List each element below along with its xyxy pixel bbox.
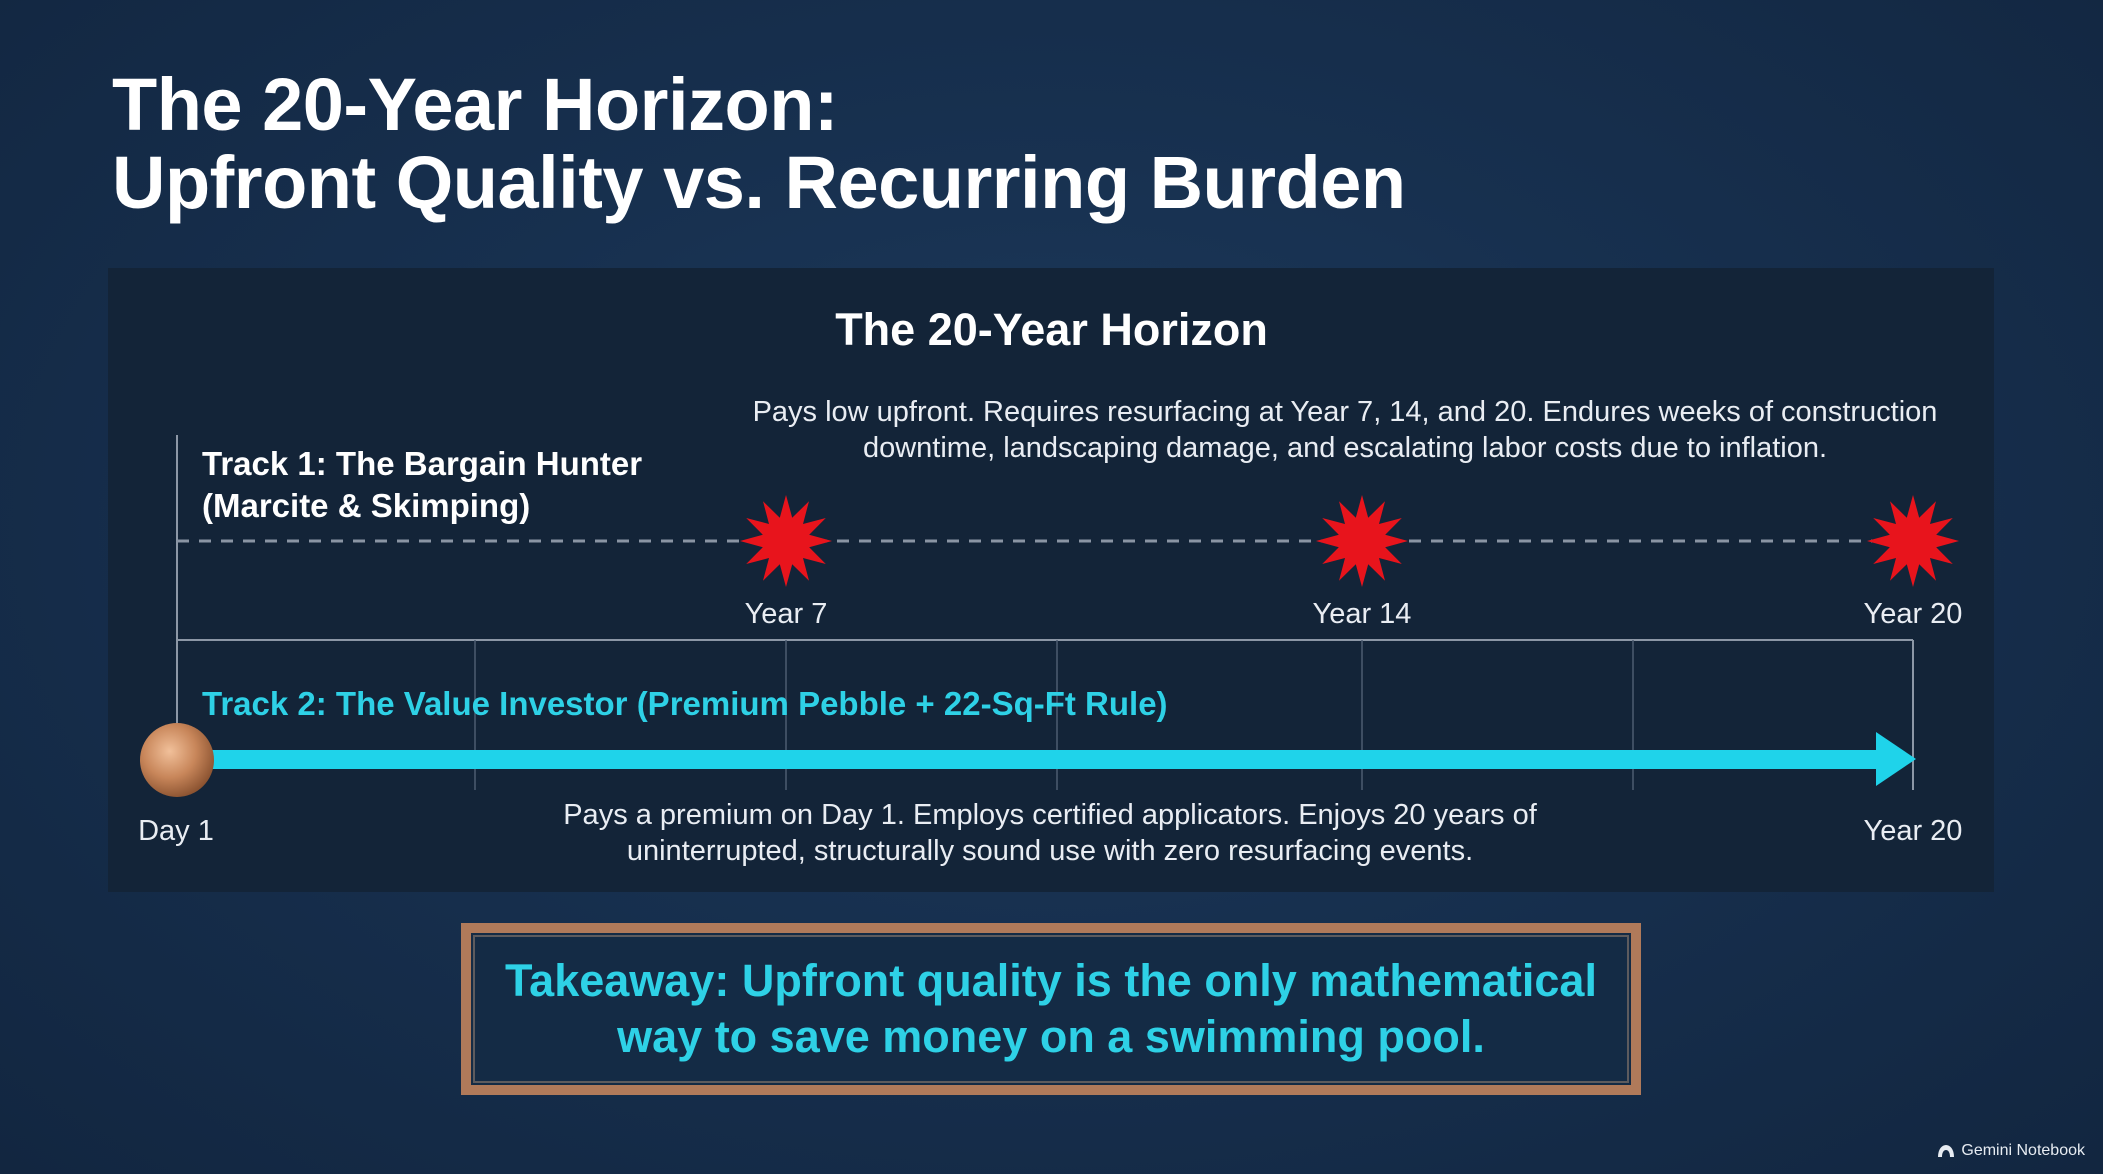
track1-label-line2: (Marcite & Skimping): [202, 487, 531, 524]
track1-description: Pays low upfront. Requires resurfacing a…: [752, 396, 1938, 464]
takeaway-text: Takeaway: Upfront quality is the only ma…: [505, 955, 1597, 1062]
track2-end-label: Year 20: [1863, 815, 1963, 847]
track2-description: Pays a premium on Day 1. Employs certifi…: [563, 799, 1537, 867]
track2-arrow-head: [1876, 732, 1916, 786]
slide-title-line2: Upfront Quality vs. Recurring Burden: [112, 141, 1406, 224]
track1-event-label-year7: Year 7: [744, 598, 828, 630]
diagram-panel: [108, 268, 1994, 892]
watermark: Gemini Notebook: [1937, 1142, 2085, 1160]
notebook-logo-icon: [1938, 1145, 1955, 1157]
track1-label: Track 1: The Bargain Hunter (Marcite & S…: [202, 443, 642, 527]
track1-event-label-year14: Year 14: [1312, 598, 1412, 630]
red-burst-icon: [1316, 495, 1408, 587]
track2-start-label: Day 1: [138, 815, 214, 847]
slide-title: The 20-Year Horizon: Upfront Quality vs.…: [112, 66, 1406, 222]
diagram-title: The 20-Year Horizon: [835, 304, 1268, 355]
track1-label-line1: Track 1: The Bargain Hunter: [202, 445, 643, 482]
day1-marker: [140, 723, 214, 797]
slide-title-line1: The 20-Year Horizon:: [112, 63, 839, 146]
track2-arrow-shaft: [195, 750, 1885, 769]
red-burst-icon: [1867, 495, 1959, 587]
red-burst-icon: [740, 495, 832, 587]
watermark-text: Gemini Notebook: [1961, 1142, 2085, 1159]
track2-label: Track 2: The Value Investor (Premium Peb…: [202, 685, 1168, 722]
takeaway-box: Takeaway: Upfront quality is the only ma…: [461, 923, 1641, 1095]
track1-event-label-year20: Year 20: [1863, 598, 1963, 630]
